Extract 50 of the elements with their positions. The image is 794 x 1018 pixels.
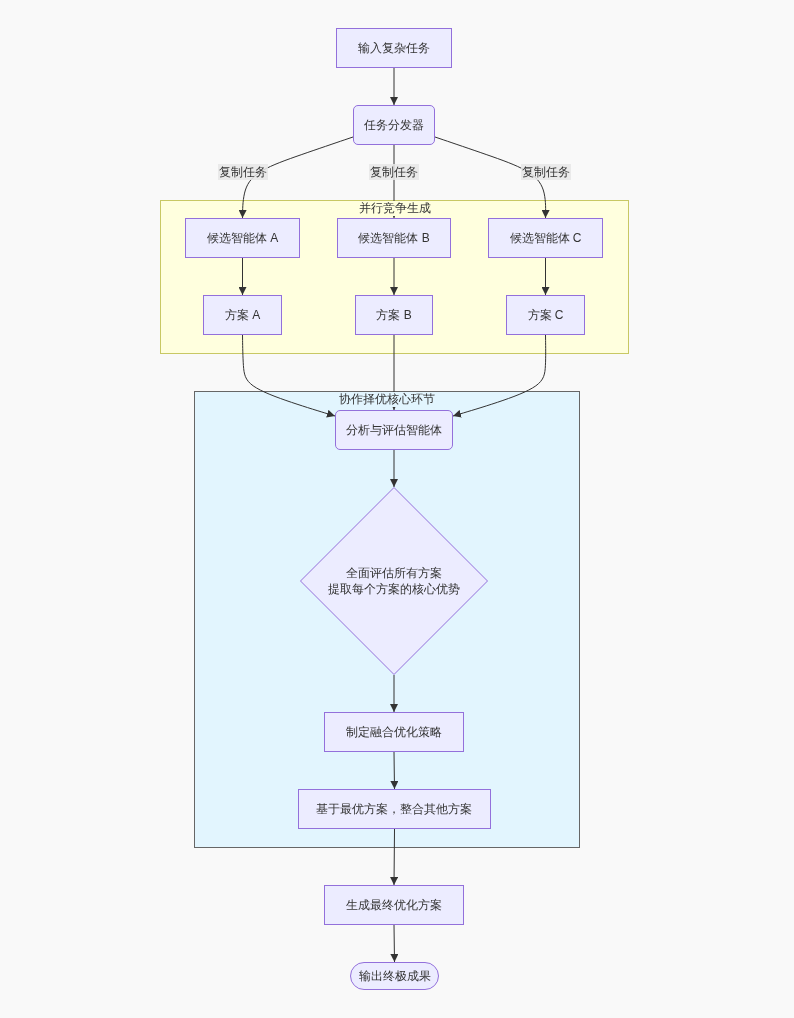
node-label: 制定融合优化策略 xyxy=(345,723,442,740)
edge-label: 复制任务 xyxy=(218,164,268,180)
arrow xyxy=(238,136,354,219)
process-box xyxy=(203,295,282,335)
arrow xyxy=(238,257,247,296)
edge-label: 复制任务 xyxy=(369,164,419,180)
arrow xyxy=(390,674,398,713)
arrow xyxy=(390,334,398,411)
node-label: 方案 C xyxy=(527,307,564,323)
process-box xyxy=(324,885,464,925)
node-label: 候选智能体 B xyxy=(358,230,430,246)
process-box xyxy=(336,28,452,68)
node-label: 分析与评估智能体 xyxy=(345,421,442,438)
node-label: 方案 A xyxy=(224,307,261,323)
process-box xyxy=(337,218,451,258)
edge-label: 复制任务 xyxy=(521,164,571,180)
arrow xyxy=(390,751,399,790)
group-title: 协作择优核心环节 xyxy=(337,392,437,407)
node-label: 输出终极成果 xyxy=(358,968,431,984)
group-panel xyxy=(194,391,580,848)
arrow xyxy=(434,136,550,219)
rounded-box xyxy=(353,105,435,145)
node-label: 基于最优方案，整合其他方案 xyxy=(316,800,472,817)
node-label: 提取每个方案的核心优势 xyxy=(327,580,460,597)
node-label: 任务分发器 xyxy=(364,117,424,133)
process-box xyxy=(185,218,300,258)
arrow xyxy=(242,334,336,418)
node-label: 候选智能体 A xyxy=(206,230,279,246)
node-label: 全面评估所有方案 xyxy=(345,564,442,581)
arrow xyxy=(390,67,398,106)
process-box xyxy=(488,218,603,258)
process-box xyxy=(355,295,433,335)
process-box xyxy=(506,295,585,335)
arrow xyxy=(390,449,398,488)
node-label: 生成最终优化方案 xyxy=(346,897,442,913)
process-box xyxy=(323,711,464,752)
arrow xyxy=(390,257,398,296)
node-label: 方案 B xyxy=(376,307,412,323)
terminal-pill xyxy=(350,962,439,990)
arrow xyxy=(541,257,550,296)
group-panel xyxy=(160,200,629,354)
node-label: 输入复杂任务 xyxy=(358,40,430,56)
decision-diamond xyxy=(299,486,488,675)
rounded-box xyxy=(334,409,453,450)
arrow xyxy=(390,924,399,963)
arrow xyxy=(390,828,399,886)
process-box xyxy=(297,788,491,829)
group-title: 并行竞争生成 xyxy=(356,201,433,216)
node-label: 候选智能体 C xyxy=(509,230,582,246)
arrow xyxy=(452,334,547,418)
